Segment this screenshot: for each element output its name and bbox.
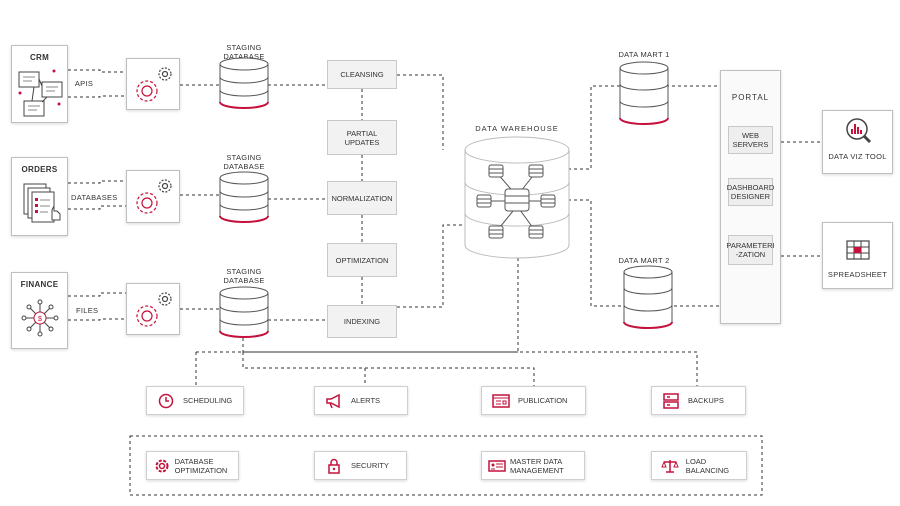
megaphone-icon [321, 393, 347, 409]
staging-database-2 [219, 171, 269, 223]
etl-gears-box-1 [126, 58, 180, 110]
node-db-icon [528, 164, 544, 178]
magnifier-chart-icon [846, 118, 872, 144]
orders-source-box: ORDERS [11, 157, 68, 236]
svg-text:$: $ [38, 316, 42, 323]
crm-documents-icon [18, 69, 63, 117]
clock-icon [153, 393, 179, 409]
portal-title: PORTAL [731, 93, 770, 102]
dataviz-label: DATA VIZ TOOL [828, 152, 887, 161]
mdm-label: MASTER DATA MANAGEMENT [510, 456, 564, 475]
center-db-icon [504, 188, 530, 212]
portal-web-servers: WEB SERVERS [728, 126, 773, 154]
gear-icon [153, 458, 171, 474]
etl-gears-box-2 [126, 170, 180, 223]
service-backups: BACKUPS [651, 386, 746, 415]
crm-title: CRM [29, 53, 50, 62]
node-db-icon [488, 164, 504, 178]
staging-label-1: STAGING DATABASE [223, 43, 265, 61]
data-mart-2-db [623, 265, 673, 329]
backups-label: BACKUPS [688, 396, 724, 405]
data-mart-2-label: DATA MART 2 [618, 256, 670, 265]
gears-icon [136, 67, 172, 102]
orders-title: ORDERS [21, 165, 58, 174]
server-stack-icon [658, 392, 684, 409]
portal-dashboard-designer: DASHBOARD DESIGNER [727, 178, 774, 206]
feature-load-balancing: LOAD BALANCING [651, 451, 747, 480]
data-mart-1-db [619, 61, 669, 125]
feature-database-optimization: DATABASE OPTIMIZATION [146, 451, 239, 480]
gears-icon [136, 292, 172, 327]
gears-icon [136, 179, 172, 214]
scheduling-label: SCHEDULING [183, 396, 233, 405]
staging-database-1 [219, 57, 269, 109]
node-db-icon [476, 194, 492, 208]
staging-database-3 [219, 286, 269, 338]
db-optimization-label: DATABASE OPTIMIZATION [174, 456, 228, 475]
spreadsheet-icon [846, 240, 870, 260]
scales-icon [658, 458, 682, 474]
process-optimization: OPTIMIZATION [327, 243, 397, 277]
browser-window-icon [488, 393, 514, 409]
padlock-icon [321, 458, 347, 474]
staging-label-3: STAGING DATABASE [223, 267, 265, 285]
process-cleansing: CLEANSING [327, 60, 397, 89]
portal-parameterization: PARAMETERI -ZATION [726, 235, 775, 265]
orders-link-label: DATABASES [71, 193, 118, 202]
node-db-icon [528, 225, 544, 239]
id-card-icon [488, 458, 506, 474]
security-label: SECURITY [351, 461, 389, 470]
service-scheduling: SCHEDULING [146, 386, 244, 415]
service-publication: PUBLICATION [481, 386, 586, 415]
alerts-label: ALERTS [351, 396, 381, 405]
spreadsheet-box: SPREADSHEET [822, 222, 893, 289]
node-db-icon [540, 194, 556, 208]
finance-money-icon: $ [21, 299, 59, 337]
finance-link-label: FILES [76, 306, 99, 315]
process-partial-updates: PARTIAL UPDATES [327, 120, 397, 155]
dataviz-tool-box: DATA VIZ TOOL [822, 110, 893, 174]
staging-label-2: STAGING DATABASE [223, 153, 265, 171]
finance-title: FINANCE [20, 280, 59, 289]
service-alerts: ALERTS [314, 386, 408, 415]
orders-checklist-icon [23, 183, 61, 223]
load-balancing-label: LOAD BALANCING [685, 456, 730, 475]
finance-source-box: FINANCE $ [11, 272, 68, 349]
spreadsheet-label: SPREADSHEET [827, 270, 888, 279]
crm-link-label: APIS [74, 79, 94, 88]
feature-master-data-management: MASTER DATA MANAGEMENT [481, 451, 585, 480]
data-mart-1-label: DATA MART 1 [618, 50, 670, 59]
etl-gears-box-3 [126, 283, 180, 335]
publication-label: PUBLICATION [518, 396, 568, 405]
feature-security: SECURITY [314, 451, 407, 480]
process-normalization: NORMALIZATION [327, 181, 397, 215]
crm-source-box: CRM [11, 45, 68, 123]
warehouse-label: DATA WAREHOUSE [475, 124, 559, 133]
process-indexing: INDEXING [327, 305, 397, 338]
node-db-icon [488, 225, 504, 239]
